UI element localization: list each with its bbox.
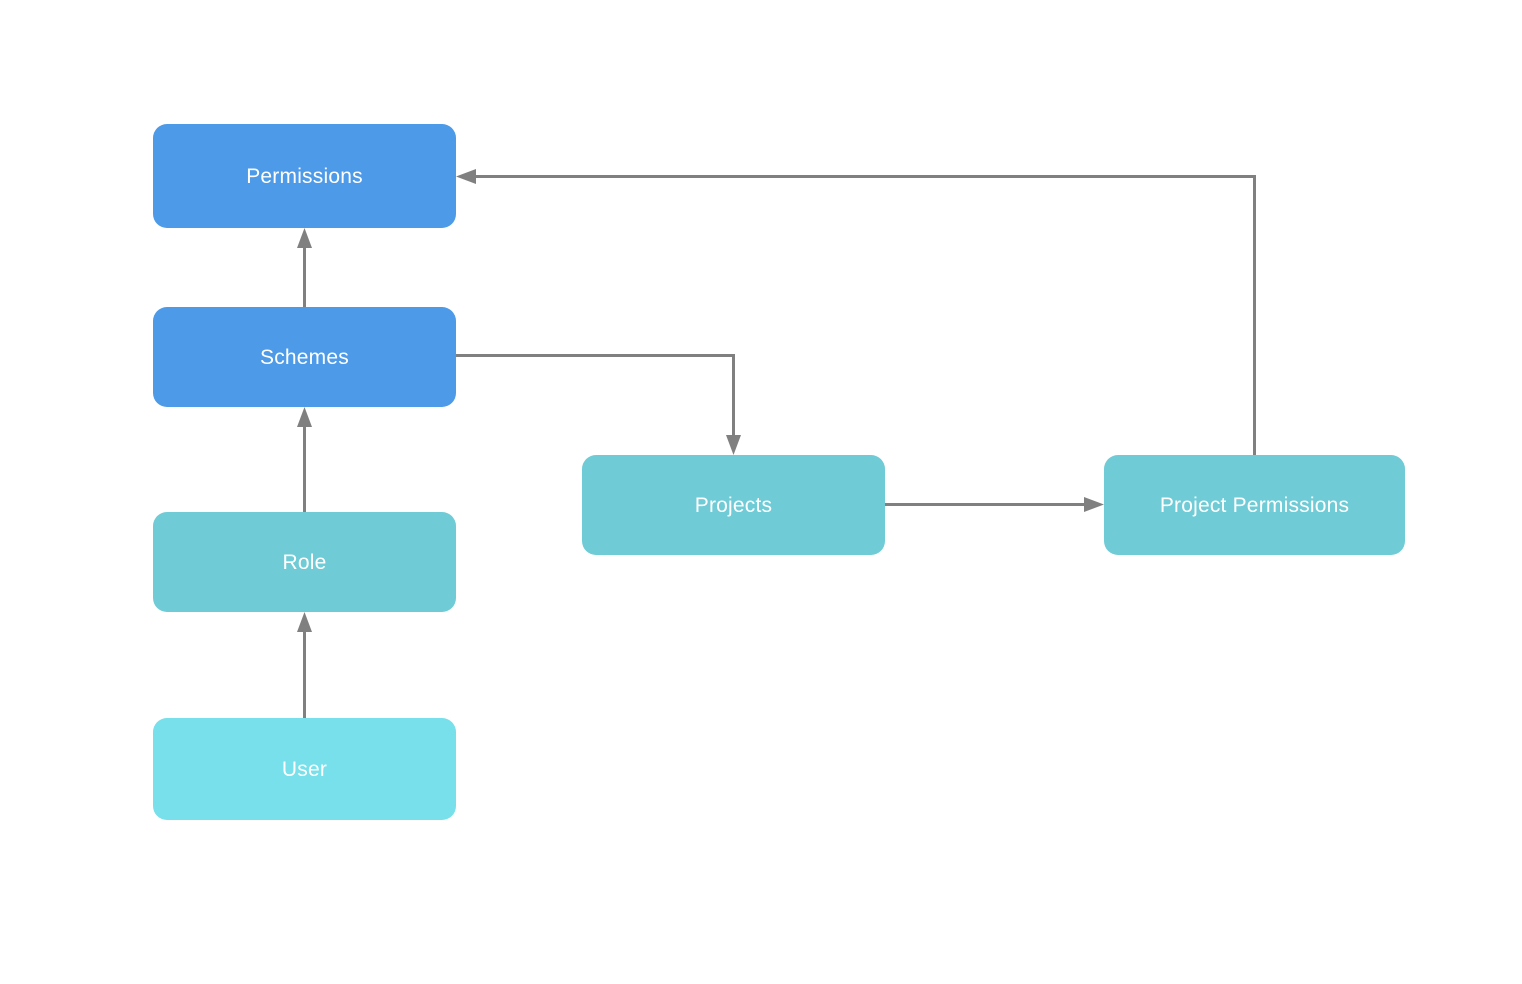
edge-schemes-to-projects	[456, 354, 741, 455]
arrowhead-left-icon	[456, 169, 476, 184]
edge-projects-to-project-permissions	[885, 497, 1104, 512]
node-role[interactable]: Role	[153, 512, 456, 612]
edge-schemes-to-permissions	[297, 228, 312, 307]
node-user-label: User	[281, 757, 328, 781]
node-user[interactable]: User	[153, 718, 456, 820]
arrowhead-down-icon	[726, 435, 741, 455]
node-project-permissions[interactable]: Project Permissions	[1104, 455, 1405, 555]
arrowhead-up-icon	[297, 612, 312, 632]
node-schemes-label: Schemes	[260, 345, 349, 369]
arrowhead-up-icon	[297, 407, 312, 427]
node-role-label: Role	[282, 550, 327, 574]
node-project-permissions-label: Project Permissions	[1159, 493, 1350, 517]
node-projects[interactable]: Projects	[582, 455, 885, 555]
arrowhead-right-icon	[1084, 497, 1104, 512]
node-projects-label: Projects	[694, 493, 773, 517]
node-permissions-label: Permissions	[246, 164, 363, 188]
edge-project-permissions-to-permissions	[456, 169, 1256, 455]
node-schemes[interactable]: Schemes	[153, 307, 456, 407]
arrowhead-up-icon	[297, 228, 312, 248]
node-permissions[interactable]: Permissions	[153, 124, 456, 228]
edge-role-to-schemes	[297, 407, 312, 512]
edge-user-to-role	[297, 612, 312, 718]
